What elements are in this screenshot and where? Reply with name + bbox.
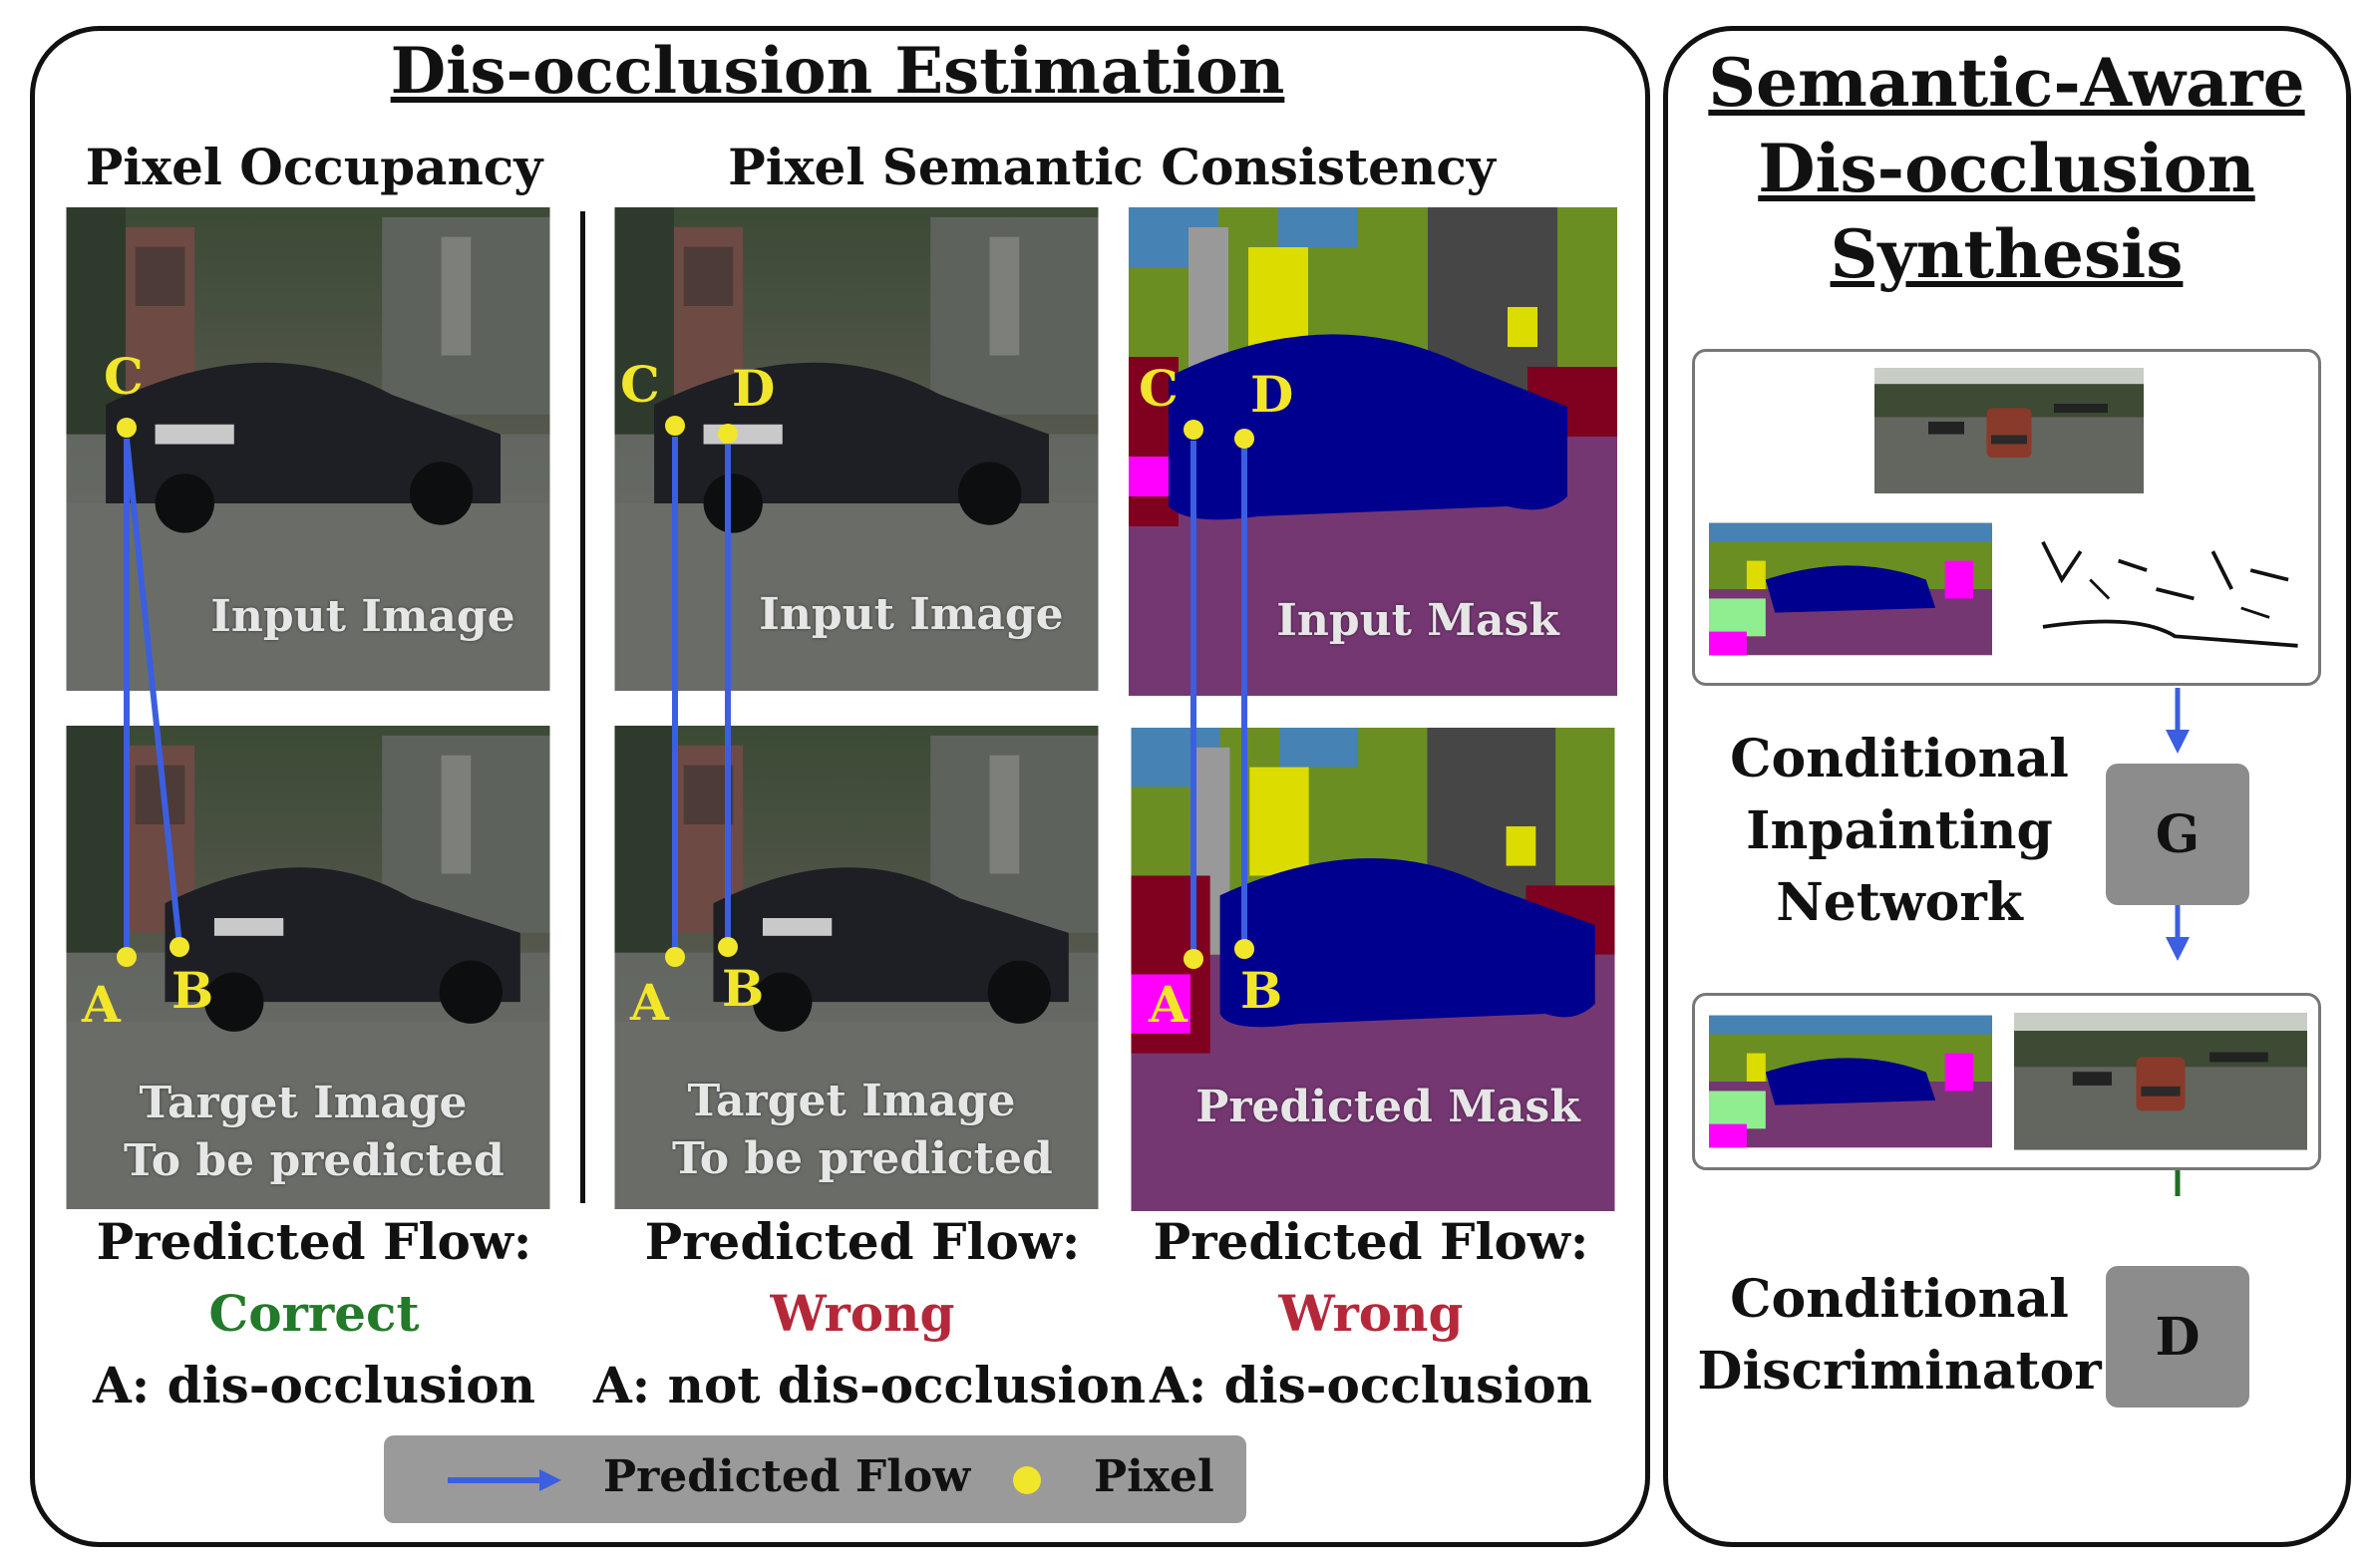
point-label-d: D — [732, 359, 776, 418]
dis-occlusion-estimation-panel — [30, 26, 1650, 1547]
point-label-c: C — [620, 355, 660, 414]
col1-caption: Predicted Flow: Correct A: dis-occlusion — [60, 1206, 568, 1421]
pixel-point-b — [1234, 939, 1254, 959]
input-edge-map — [2024, 519, 2307, 659]
right-title-line1: Semantic-Aware — [1708, 44, 2305, 122]
col3-predicted-mask: Predicted Mask — [1129, 728, 1617, 1211]
point-label-c: C — [104, 347, 144, 406]
discriminator-node: D — [2106, 1266, 2249, 1408]
pixel-point-a — [665, 947, 685, 967]
col3-caption-line1: Predicted Flow: — [1153, 1212, 1589, 1271]
input-semantic-mask — [1709, 519, 1992, 659]
col1-caption-line3: A: dis-occlusion — [93, 1356, 535, 1414]
pixel-point-d — [1234, 429, 1254, 449]
col2-target-image: Target Image To be predicted — [612, 726, 1101, 1209]
col3-input-mask: Input Mask — [1129, 207, 1617, 696]
flow-arrow-icon — [448, 1469, 561, 1491]
point-label-a: A — [82, 975, 121, 1034]
right-title-line3: Synthesis — [1830, 215, 2184, 293]
generator-input-box — [1692, 349, 2321, 686]
col3-top-label: Input Mask — [1276, 595, 1559, 646]
point-label-a: A — [630, 973, 669, 1032]
col3-caption: Predicted Flow: Wrong A: dis-occlusion — [1117, 1206, 1625, 1421]
generator-output-box — [1692, 993, 2321, 1170]
left-panel-title: Dis-occlusion Estimation — [390, 34, 1285, 109]
right-title-line2: Dis-occlusion — [1758, 130, 2255, 207]
generator-label-line3: Network — [1776, 872, 2023, 933]
legend-pixel-label: Pixel — [1094, 1451, 1214, 1502]
column-divider — [580, 211, 585, 1203]
right-panel-title: Semantic-Aware Dis-occlusion Synthesis — [1675, 40, 2338, 297]
point-label-b: B — [171, 961, 214, 1020]
subtitle-pixel-occupancy: Pixel Occupancy — [85, 138, 543, 196]
subtitle-pixel-semantic-consistency: Pixel Semantic Consistency — [728, 138, 1496, 196]
point-label-b: B — [722, 959, 765, 1018]
col2-input-image: Input Image — [612, 207, 1101, 691]
pixel-point-d — [718, 424, 738, 444]
col3-bottom-label-1: Predicted Mask — [1195, 1082, 1580, 1132]
col2-bottom-label-2: To be predicted — [672, 1133, 1053, 1184]
col1-bottom-label-2: To be predicted — [124, 1135, 505, 1186]
discriminator-label-line1: Conditional — [1730, 1269, 2069, 1330]
col2-bottom-label-1: Target Image — [687, 1076, 1016, 1126]
col2-caption: Predicted Flow: Wrong A: not dis-occlusi… — [593, 1206, 1147, 1421]
col2-caption-line1: Predicted Flow: — [644, 1212, 1081, 1271]
discriminator-label-line2: Discriminator — [1697, 1341, 2102, 1402]
generator-node: G — [2106, 764, 2249, 905]
generator-label-line1: Conditional — [1730, 729, 2069, 789]
col1-top-label: Input Image — [210, 591, 515, 642]
pixel-dot-icon — [1013, 1466, 1041, 1494]
pixel-point-a — [117, 947, 137, 967]
pixel-point-c — [665, 416, 685, 436]
point-label-b: B — [1240, 961, 1283, 1020]
point-label-d: D — [1250, 365, 1294, 424]
flow-arrow-b-to-c — [124, 438, 182, 946]
col1-bottom-label-1: Target Image — [139, 1078, 468, 1128]
legend-flow-label: Predicted Flow — [603, 1451, 971, 1502]
legend: Predicted Flow Pixel — [384, 1435, 1246, 1523]
col3-verdict: Wrong — [1278, 1284, 1464, 1343]
col2-caption-line3: A: not dis-occlusion — [593, 1356, 1147, 1414]
input-street-photo — [1874, 366, 2144, 495]
col2-verdict: Wrong — [770, 1284, 955, 1343]
col1-verdict: Correct — [208, 1284, 420, 1343]
generator-label-line2: Inpainting — [1746, 800, 2053, 861]
col1-target-image: Target Image To be predicted — [64, 726, 552, 1209]
pixel-point-c — [1184, 420, 1203, 440]
pixel-point-a — [1184, 949, 1203, 969]
discriminator-label: Conditional Discriminator — [1695, 1264, 2104, 1408]
output-street-photo — [2014, 1010, 2307, 1153]
col1-caption-line1: Predicted Flow: — [96, 1212, 532, 1271]
pixel-point-b — [169, 937, 189, 957]
col1-input-image: Input Image — [64, 207, 552, 691]
col2-top-label: Input Image — [759, 589, 1064, 640]
pixel-point-c — [117, 418, 137, 438]
output-semantic-mask — [1709, 1012, 1992, 1151]
semantic-aware-synthesis-panel — [1663, 26, 2351, 1547]
point-label-a: A — [1149, 975, 1187, 1034]
generator-label: Conditional Inpainting Network — [1695, 724, 2104, 939]
col3-caption-line3: A: dis-occlusion — [1150, 1356, 1592, 1414]
pixel-point-b — [718, 937, 738, 957]
point-label-c: C — [1139, 359, 1179, 418]
